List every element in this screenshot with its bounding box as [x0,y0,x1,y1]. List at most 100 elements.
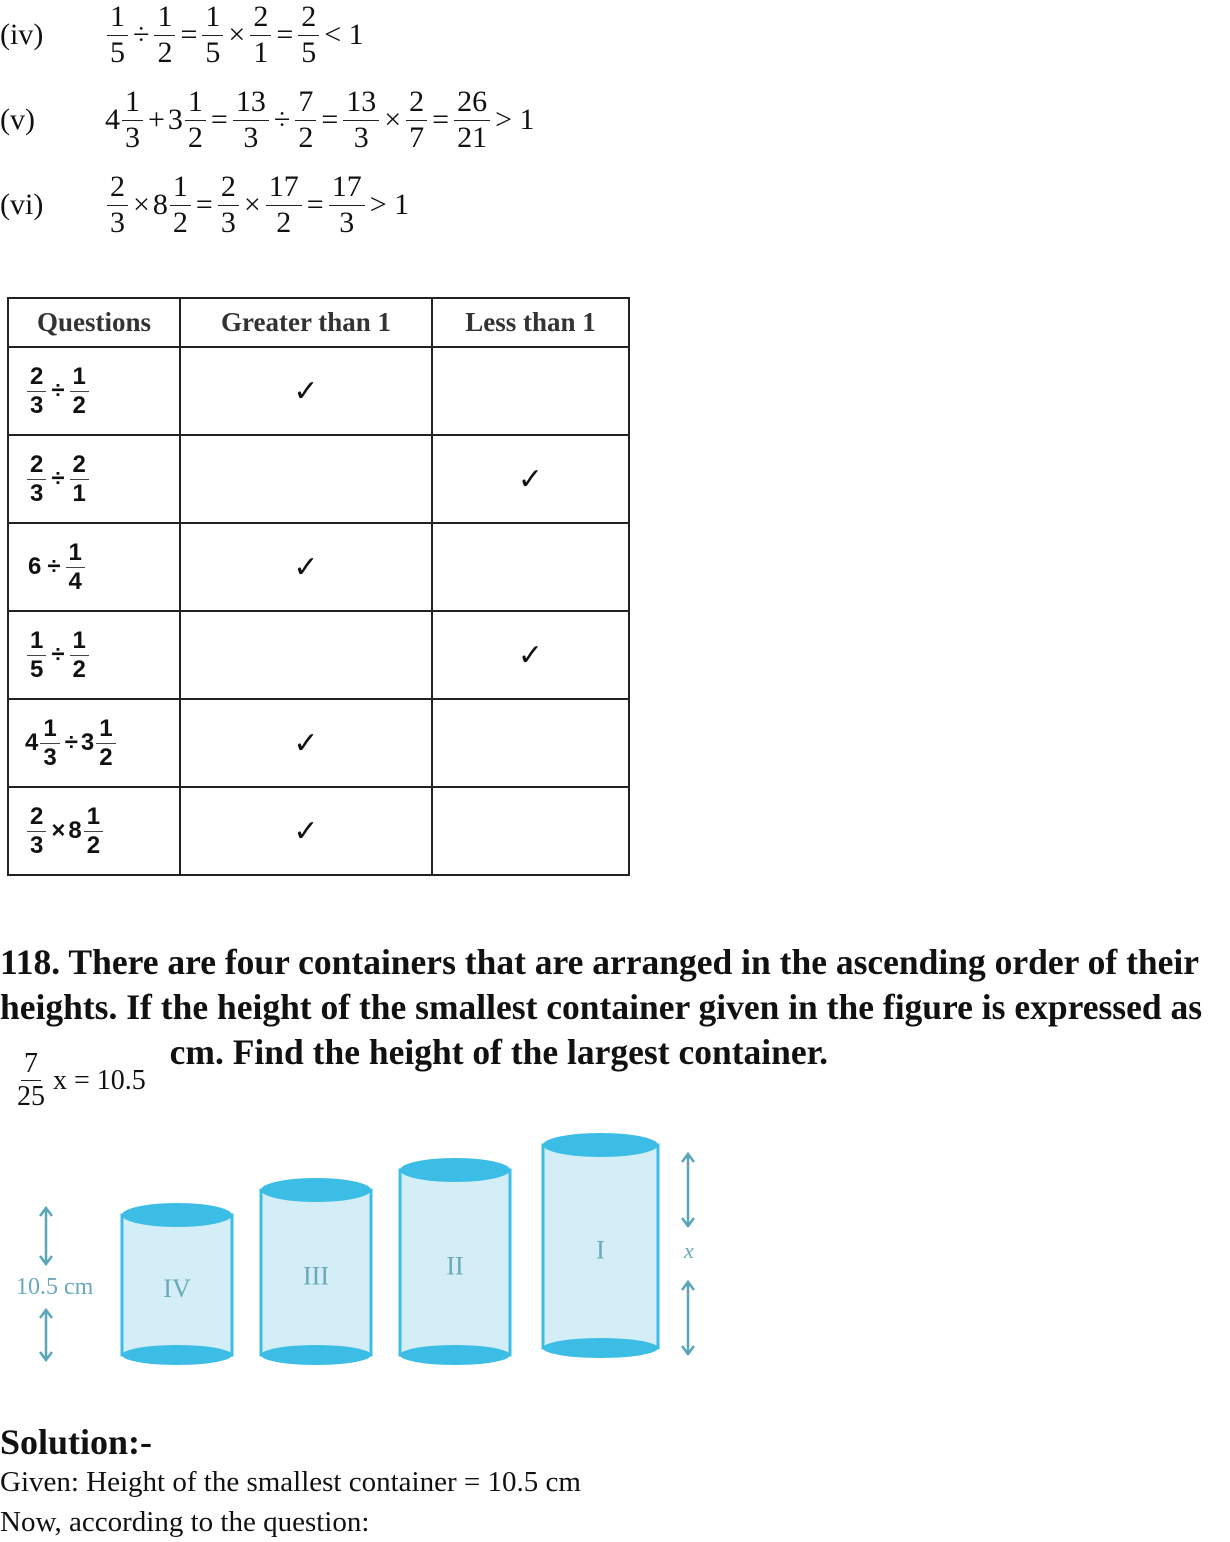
less-cell [431,786,630,876]
denominator: 3 [30,831,44,859]
denominator: 1 [253,35,269,69]
denominator: 2 [72,655,86,683]
header-questions: Questions [7,297,181,348]
operator: > 1 [495,103,535,136]
denominator: 2 [172,205,188,239]
numerator: 2 [107,170,128,206]
numerator: 1 [169,170,191,206]
greater-cell-check: ✓ [179,698,433,788]
numerator: 2 [298,0,320,36]
operator: × [133,188,150,221]
container-label: I [596,1236,605,1265]
solution-line: Given: Height of the smallest container … [0,1466,581,1498]
denominator: 2 [187,120,203,154]
less-cell [431,698,630,788]
greater-cell-check: ✓ [179,346,433,436]
containers-figure: IV III II I 10.5 cm x [16,1133,695,1365]
operator: × [384,103,402,136]
numerator: 2 [27,451,47,480]
whole-number: 4 [105,103,120,136]
numerator: 7 [21,1048,41,1082]
question-text: 118. There are four containers that are … [0,942,1203,1027]
numerator: 1 [122,85,143,121]
whole-number: 3 [80,729,95,756]
greater-cell-check: ✓ [179,522,433,612]
numerator: 1 [27,627,47,656]
operator: < 1 [324,18,364,51]
container-iii: III [259,1178,373,1365]
operator: = [321,103,339,136]
operator: = [210,103,228,136]
operator: ÷ [51,641,65,668]
denominator: 3 [220,205,236,239]
denominator: 2 [298,120,314,154]
less-cell [431,522,630,612]
denominator: 2 [86,831,101,859]
operator: × [228,18,246,51]
numerator: 1 [69,363,89,392]
right-height-arrow [681,1151,695,1357]
solution-line: Now, according to the question: [0,1506,370,1538]
denominator: 3 [110,205,125,239]
operator: x = 10.5 [53,1065,146,1097]
denominator: 7 [409,120,425,154]
denominator: 3 [30,391,44,419]
numerator: 1 [154,0,176,36]
step-label: (vi) [0,188,44,221]
container-ii: II [398,1158,512,1365]
numerator: 1 [40,715,60,744]
numerator: 1 [96,715,116,744]
denominator: 5 [205,35,221,69]
denominator: 4 [68,567,82,595]
operator: = [276,18,294,51]
question-118: 118. There are four containers that are … [0,940,1230,1112]
numerator: 1 [69,627,89,656]
operator: + [148,103,165,136]
operator: ÷ [47,553,61,580]
whole-number: 3 [167,103,183,136]
question-text-end: cm. Find the height of the largest conta… [169,1032,828,1072]
numerator: 2 [69,451,89,480]
operator: > 1 [369,188,410,221]
left-height-arrow [39,1205,53,1363]
less-cell-check: ✓ [431,610,630,700]
container-iv: IV [120,1203,234,1365]
greater-cell-check: ✓ [179,786,433,876]
denominator: 3 [339,205,355,239]
numerator: 1 [65,539,85,568]
